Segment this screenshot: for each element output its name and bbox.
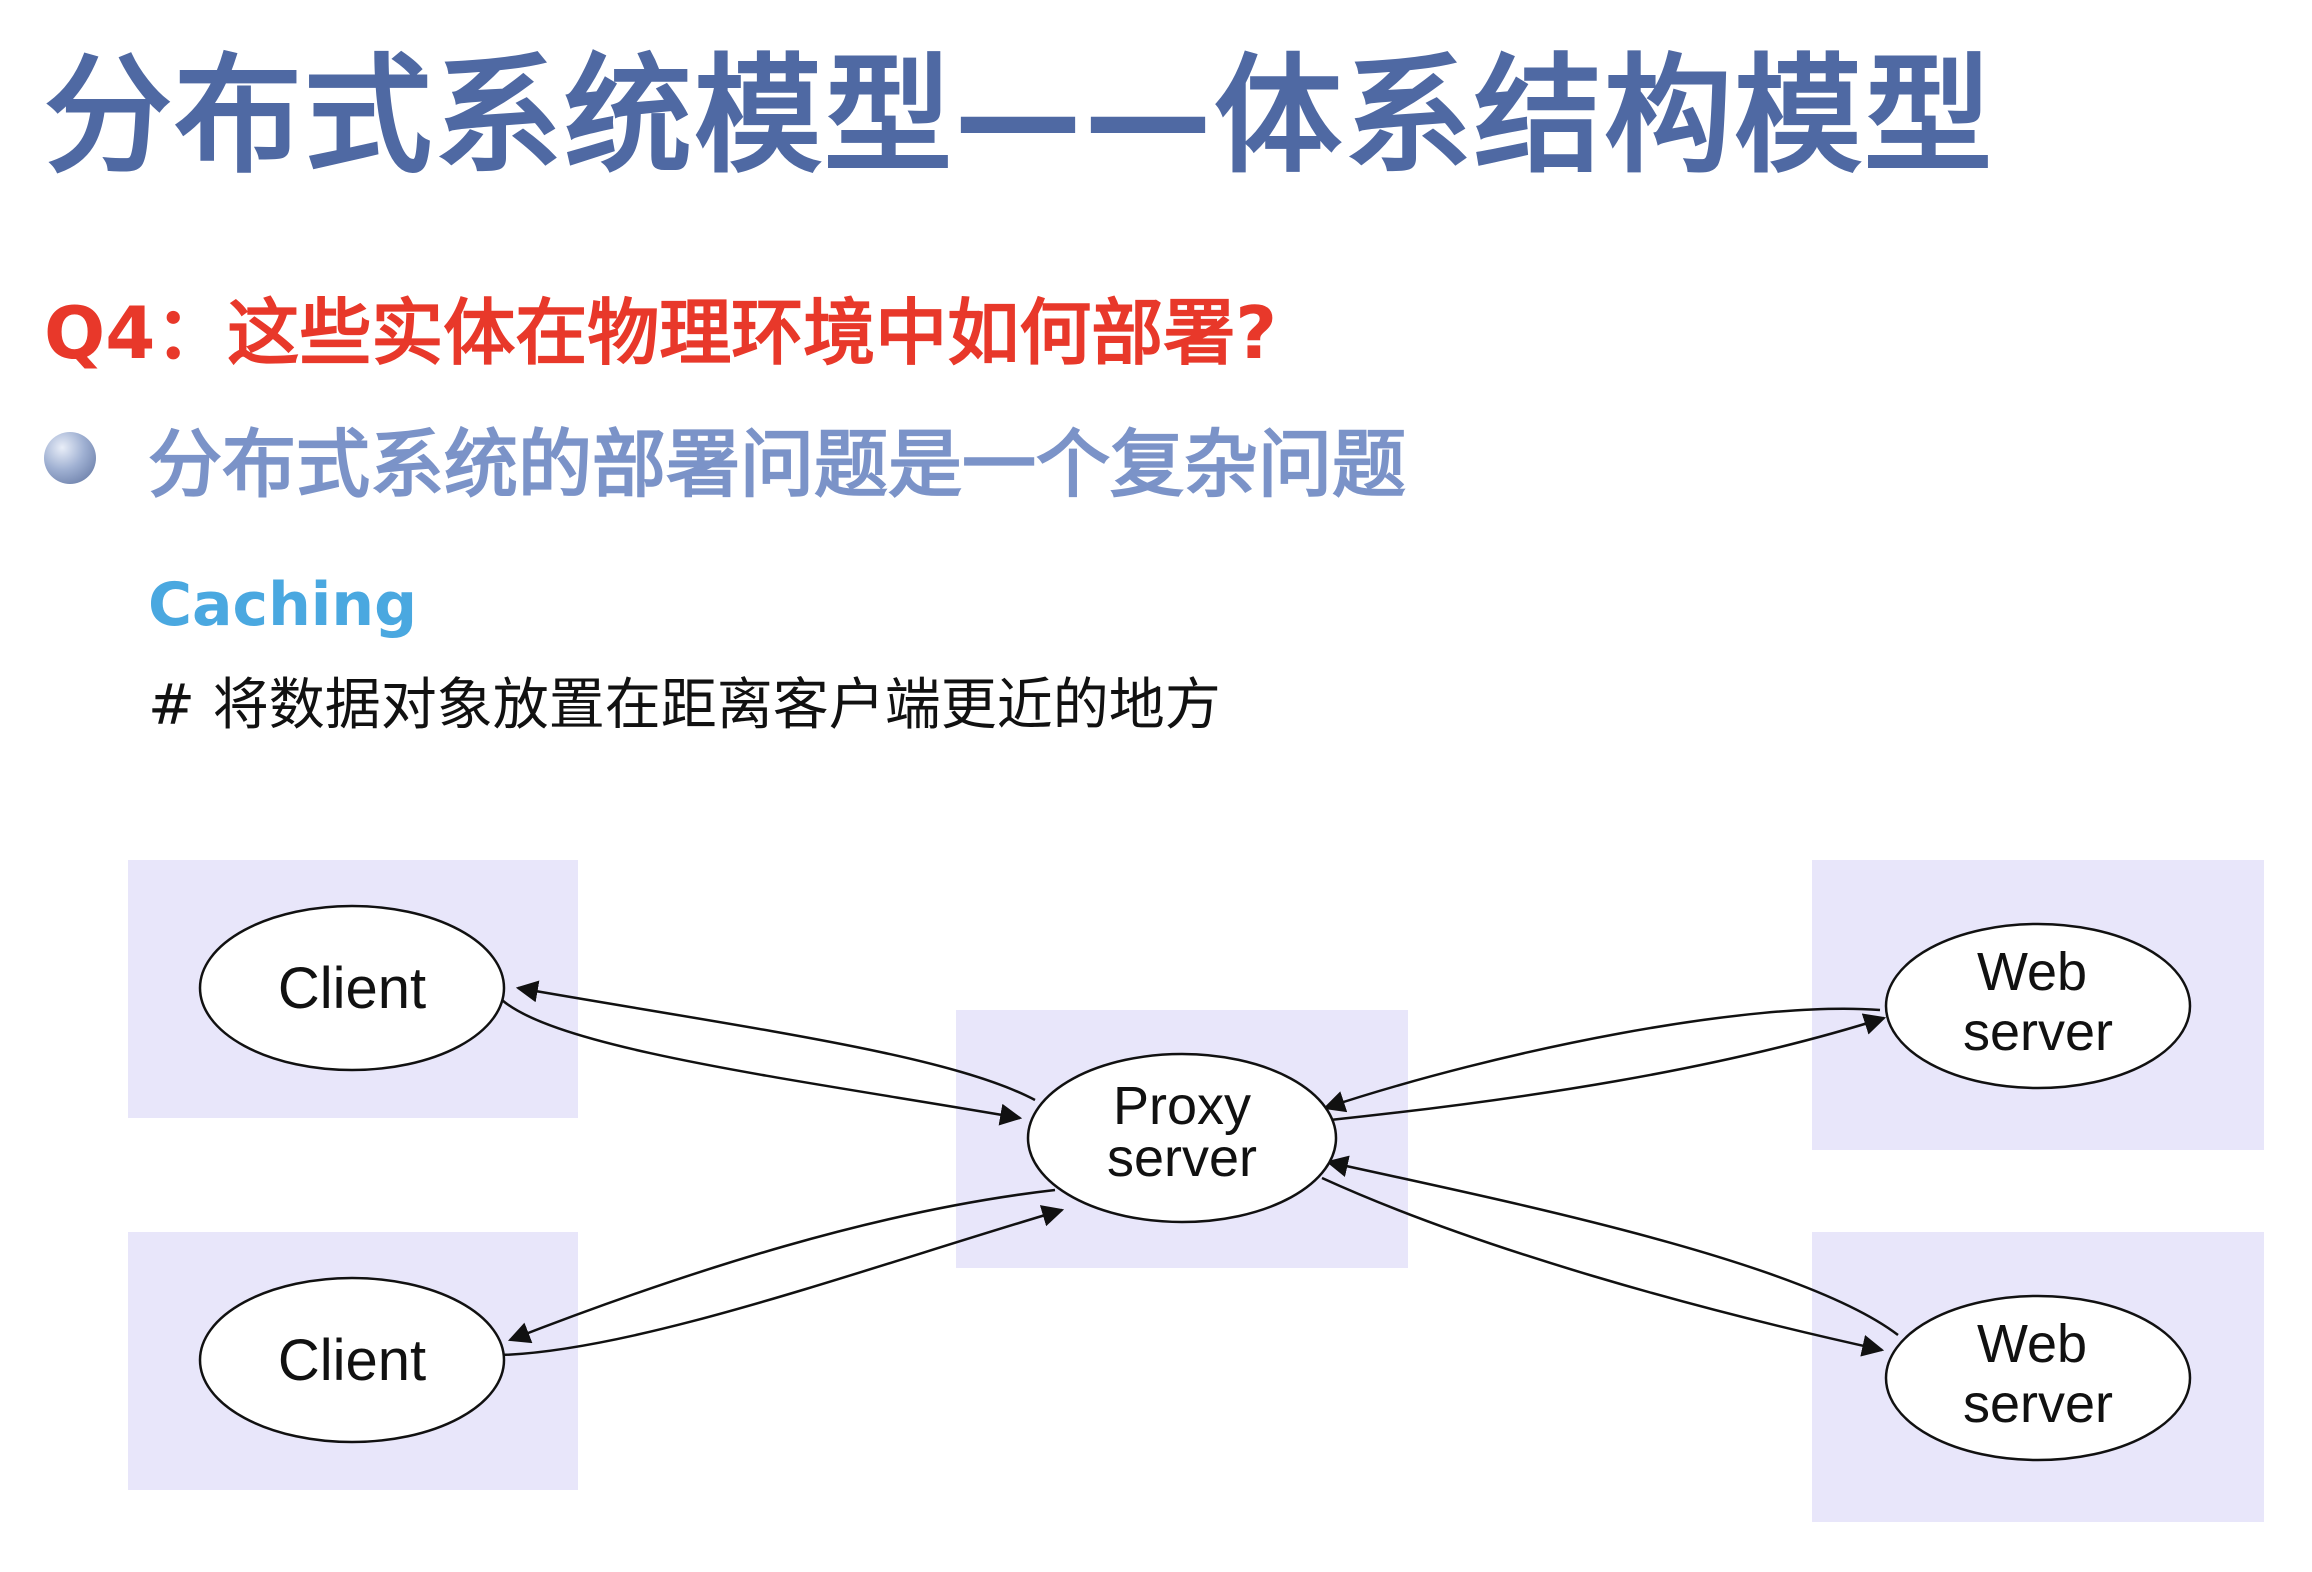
arrow-proxy-to-client-1 xyxy=(515,980,1036,1102)
client-2-node: Client xyxy=(198,1276,506,1444)
question-heading: Q4：这些实体在物理环境中如何部署? xyxy=(44,291,1278,375)
arrow-web-1-to-proxy xyxy=(1322,1007,1881,1113)
arrow-client-2-to-proxy xyxy=(501,1205,1065,1357)
web-2-label-line2: server xyxy=(1963,1374,2113,1434)
bullet-text: 分布式系统的部署问题是一个复杂问题 xyxy=(148,421,1406,508)
caching-subheading: Caching xyxy=(148,570,418,640)
proxy-label-line2: server xyxy=(1107,1128,1257,1188)
proxy-server-node: Proxy server xyxy=(1026,1052,1338,1224)
caching-note: # 将数据对象放置在距离客户端更近的地方 xyxy=(148,673,1221,738)
client-2-label: Client xyxy=(278,1328,426,1393)
arrow-proxy-to-client-2 xyxy=(507,1188,1056,1344)
proxy-label-line1: Proxy xyxy=(1113,1076,1251,1136)
web-2-label-line1: Web xyxy=(1977,1314,2087,1374)
client-1-label: Client xyxy=(278,956,426,1021)
slide-title: 分布式系统模型——体系结构模型 xyxy=(44,42,1995,191)
arrow-client-1-to-proxy xyxy=(501,999,1023,1126)
web-1-label-line2: server xyxy=(1963,1002,2113,1062)
arrow-web-2-to-proxy xyxy=(1325,1155,1899,1336)
web-server-1-node: Web server xyxy=(1884,922,2192,1090)
bullet-icon xyxy=(44,432,96,484)
web-server-2-node: Web server xyxy=(1884,1294,2192,1462)
web-1-label-line1: Web xyxy=(1977,942,2087,1002)
client-1-node: Client xyxy=(198,904,506,1072)
arrow-proxy-to-web-1 xyxy=(1329,1013,1887,1122)
arrow-proxy-to-web-2 xyxy=(1321,1176,1885,1357)
bullet-item: 分布式系统的部署问题是一个复杂问题 xyxy=(44,408,1406,508)
